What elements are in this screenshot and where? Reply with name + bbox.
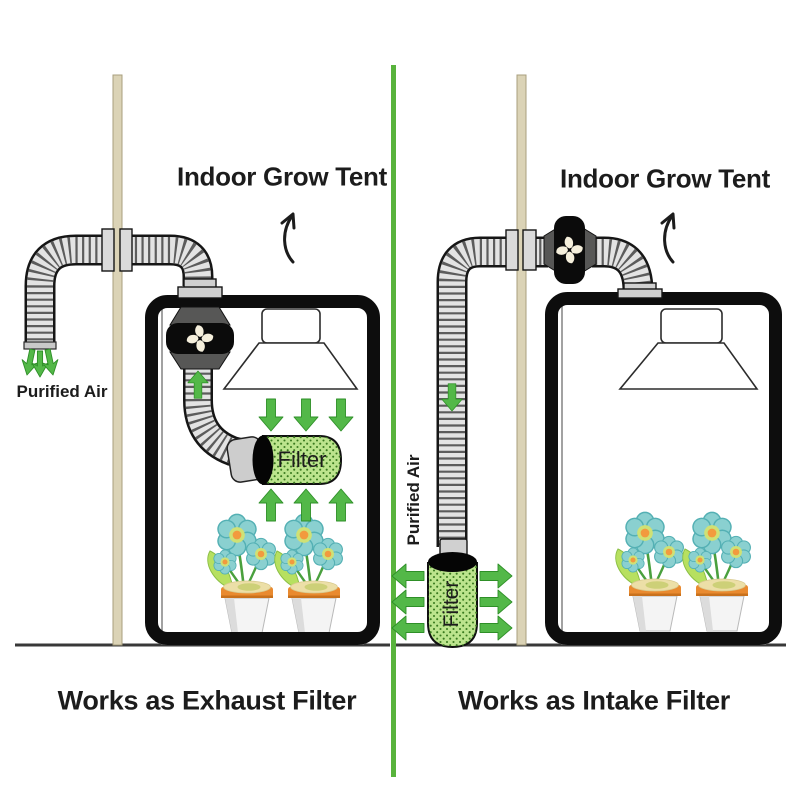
airflow-arrow-left xyxy=(391,563,425,589)
filter-label-right: Filter xyxy=(440,580,463,628)
direction-arrow-left xyxy=(280,212,296,264)
tent-title-left: Indoor Grow Tent xyxy=(177,161,387,192)
duct-collar-right xyxy=(617,282,663,299)
reflector-lamp-left xyxy=(222,308,359,390)
duct-open-end xyxy=(23,341,57,350)
tent-border xyxy=(145,295,380,645)
inline-fan-left xyxy=(166,306,234,370)
inline-fan-right xyxy=(543,216,597,284)
grow-tent-right xyxy=(543,216,782,645)
caption-left: Works as Exhaust Filter xyxy=(57,685,357,716)
tent-title-right: Indoor Grow Tent xyxy=(560,163,770,194)
purified-air-label-right: Purified Air xyxy=(404,454,423,546)
filter-end-cap xyxy=(252,435,274,485)
tent-border xyxy=(545,292,782,645)
caption-right: Works as Intake Filter xyxy=(457,685,731,716)
filter-end-cap xyxy=(428,552,477,572)
purified-air-label-left: Purified Air xyxy=(16,382,108,401)
intake-duct xyxy=(436,236,654,547)
wall-flange-right xyxy=(505,229,537,271)
direction-arrow-right xyxy=(660,212,676,264)
exhaust-duct-outer xyxy=(24,234,214,347)
airflow-arrow-right xyxy=(479,563,513,589)
airflow-arrow-left xyxy=(391,615,425,641)
airflow-arrow-left xyxy=(391,589,425,615)
grow-tent-left xyxy=(145,278,380,645)
wall-pole-left xyxy=(112,74,123,646)
reflector-lamp-right xyxy=(618,308,759,390)
center-divider xyxy=(391,65,396,777)
duct-collar-left xyxy=(177,278,223,299)
purified-air-arrows-left xyxy=(18,347,62,378)
airflow-arrow-right xyxy=(479,615,513,641)
wall-pole-right xyxy=(516,74,527,646)
filter-label-left: Filter xyxy=(277,447,327,472)
carbon-filter-left xyxy=(252,435,343,485)
wall-flange-left xyxy=(101,228,133,272)
airflow-arrow-right xyxy=(479,589,513,615)
carbon-filter-right xyxy=(427,538,478,649)
